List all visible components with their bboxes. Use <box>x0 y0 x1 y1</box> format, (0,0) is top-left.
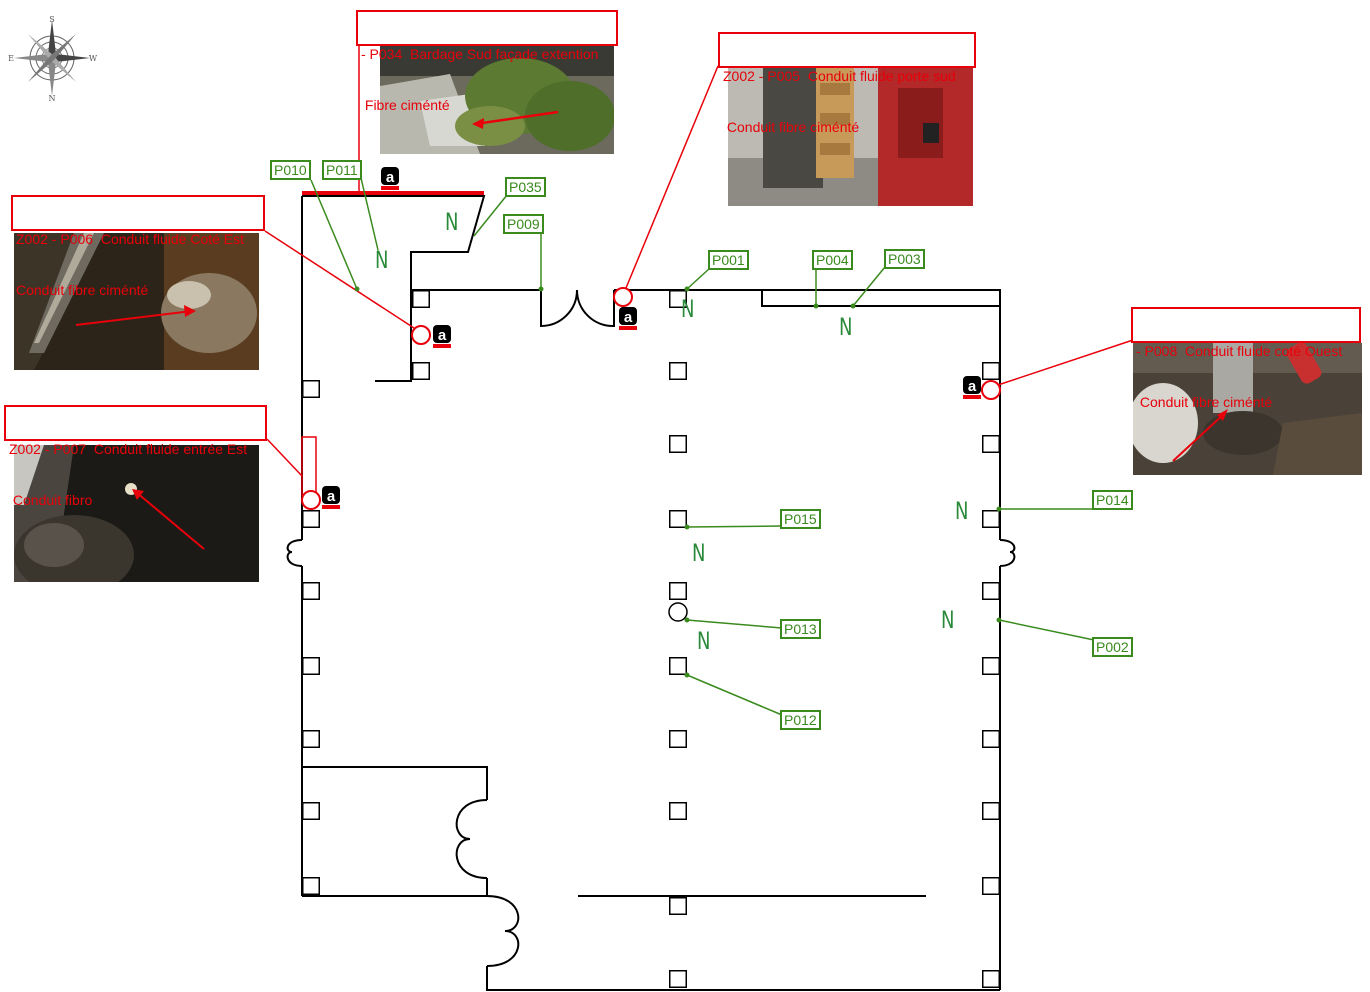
asbestos-a-icon: a <box>322 486 340 509</box>
sample-label-p014[interactable]: P014 <box>1092 490 1133 510</box>
callout-p034: - P034 Bardage Sud façade extention Fibr… <box>356 10 618 113</box>
callout-p006-line1: Z002 - P006 Conduit fluide Coté Est <box>16 231 245 247</box>
callout-p007: Z002 - P007 Conduit fluide entrée Est Co… <box>4 405 267 508</box>
compass-label-west: W <box>89 54 98 63</box>
asbestos-a-letter: a <box>438 327 447 344</box>
asbestos-sample-points <box>301 287 1001 510</box>
callout-p008: - P008 Conduit fluide coté Ouest Conduit… <box>1131 307 1361 410</box>
asbestos-a-icon: a <box>619 307 637 330</box>
callout-p008-line2: Conduit fibre ciménté <box>1136 394 1273 410</box>
photo-p034-bardage <box>380 46 614 154</box>
callout-p006-line2: Conduit fibre ciménté <box>16 282 149 298</box>
sample-label-p011[interactable]: P011 <box>322 160 362 180</box>
asbestos-a-icon: a <box>963 376 981 399</box>
compass-rose-icon: S N E W <box>8 15 98 103</box>
negative-marker: N <box>681 295 695 323</box>
negative-marker: N <box>839 313 853 341</box>
sample-dots <box>354 286 1002 678</box>
callout-p034-line2: Fibre ciménté <box>361 97 450 113</box>
asbestos-a-icon: a <box>381 167 399 190</box>
sample-label-p013[interactable]: P013 <box>780 619 821 639</box>
sample-label-p012[interactable]: P012 <box>780 710 821 730</box>
sample-label-p010[interactable]: P010 <box>270 160 311 180</box>
negative-marker: N <box>445 208 459 236</box>
photo-p008-cote-ouest <box>1133 343 1362 475</box>
negative-marker: N <box>375 246 389 274</box>
callout-p034-line1: - P034 Bardage Sud façade extention <box>361 46 599 62</box>
sample-label-p009[interactable]: P009 <box>503 214 544 234</box>
photo-p007-entree-est <box>14 445 259 582</box>
pillars <box>302 290 1000 988</box>
callout-p005-line2: Conduit fibre ciménté <box>723 119 860 135</box>
callout-p008-line1: - P008 Conduit fluide coté Ouest <box>1136 343 1343 359</box>
negative-marker: N <box>955 497 969 525</box>
sample-label-p004[interactable]: P004 <box>812 250 853 270</box>
asbestos-a-letter: a <box>327 488 336 505</box>
compass-label-north: N <box>49 94 56 103</box>
p007-zone-highlight <box>301 436 317 496</box>
negative-marker: N <box>941 606 955 634</box>
callout-p005: Z002 - P005 Conduit fluide porte sud Con… <box>718 32 976 135</box>
compass-label-south: S <box>49 15 54 24</box>
building-walls <box>286 195 1016 991</box>
compass-label-east: E <box>8 54 14 63</box>
photo-p006-cote-est <box>14 233 259 370</box>
sample-label-p001[interactable]: P001 <box>708 250 749 270</box>
negative-marker: N <box>697 627 711 655</box>
sample-label-p003[interactable]: P003 <box>884 249 925 269</box>
negative-marker: N <box>692 539 706 567</box>
sample-label-p015[interactable]: P015 <box>780 509 821 529</box>
sample-label-p002[interactable]: P002 <box>1092 637 1133 657</box>
callout-p007-line2: Conduit fibro <box>9 492 93 508</box>
callout-p007-line1: Z002 - P007 Conduit fluide entrée Est <box>9 441 248 457</box>
callout-p005-line1: Z002 - P005 Conduit fluide porte sud <box>723 68 956 84</box>
callout-p006: Z002 - P006 Conduit fluide Coté Est Cond… <box>11 195 265 298</box>
asbestos-a-letter: a <box>624 309 633 326</box>
asbestos-a-letter: a <box>386 169 395 186</box>
sample-leaders <box>310 177 1095 716</box>
sample-label-p035[interactable]: P035 <box>505 177 546 197</box>
photo-p005-porte-sud <box>728 68 973 206</box>
asbestos-a-icon: a <box>433 325 451 348</box>
asbestos-a-letter: a <box>968 378 977 395</box>
